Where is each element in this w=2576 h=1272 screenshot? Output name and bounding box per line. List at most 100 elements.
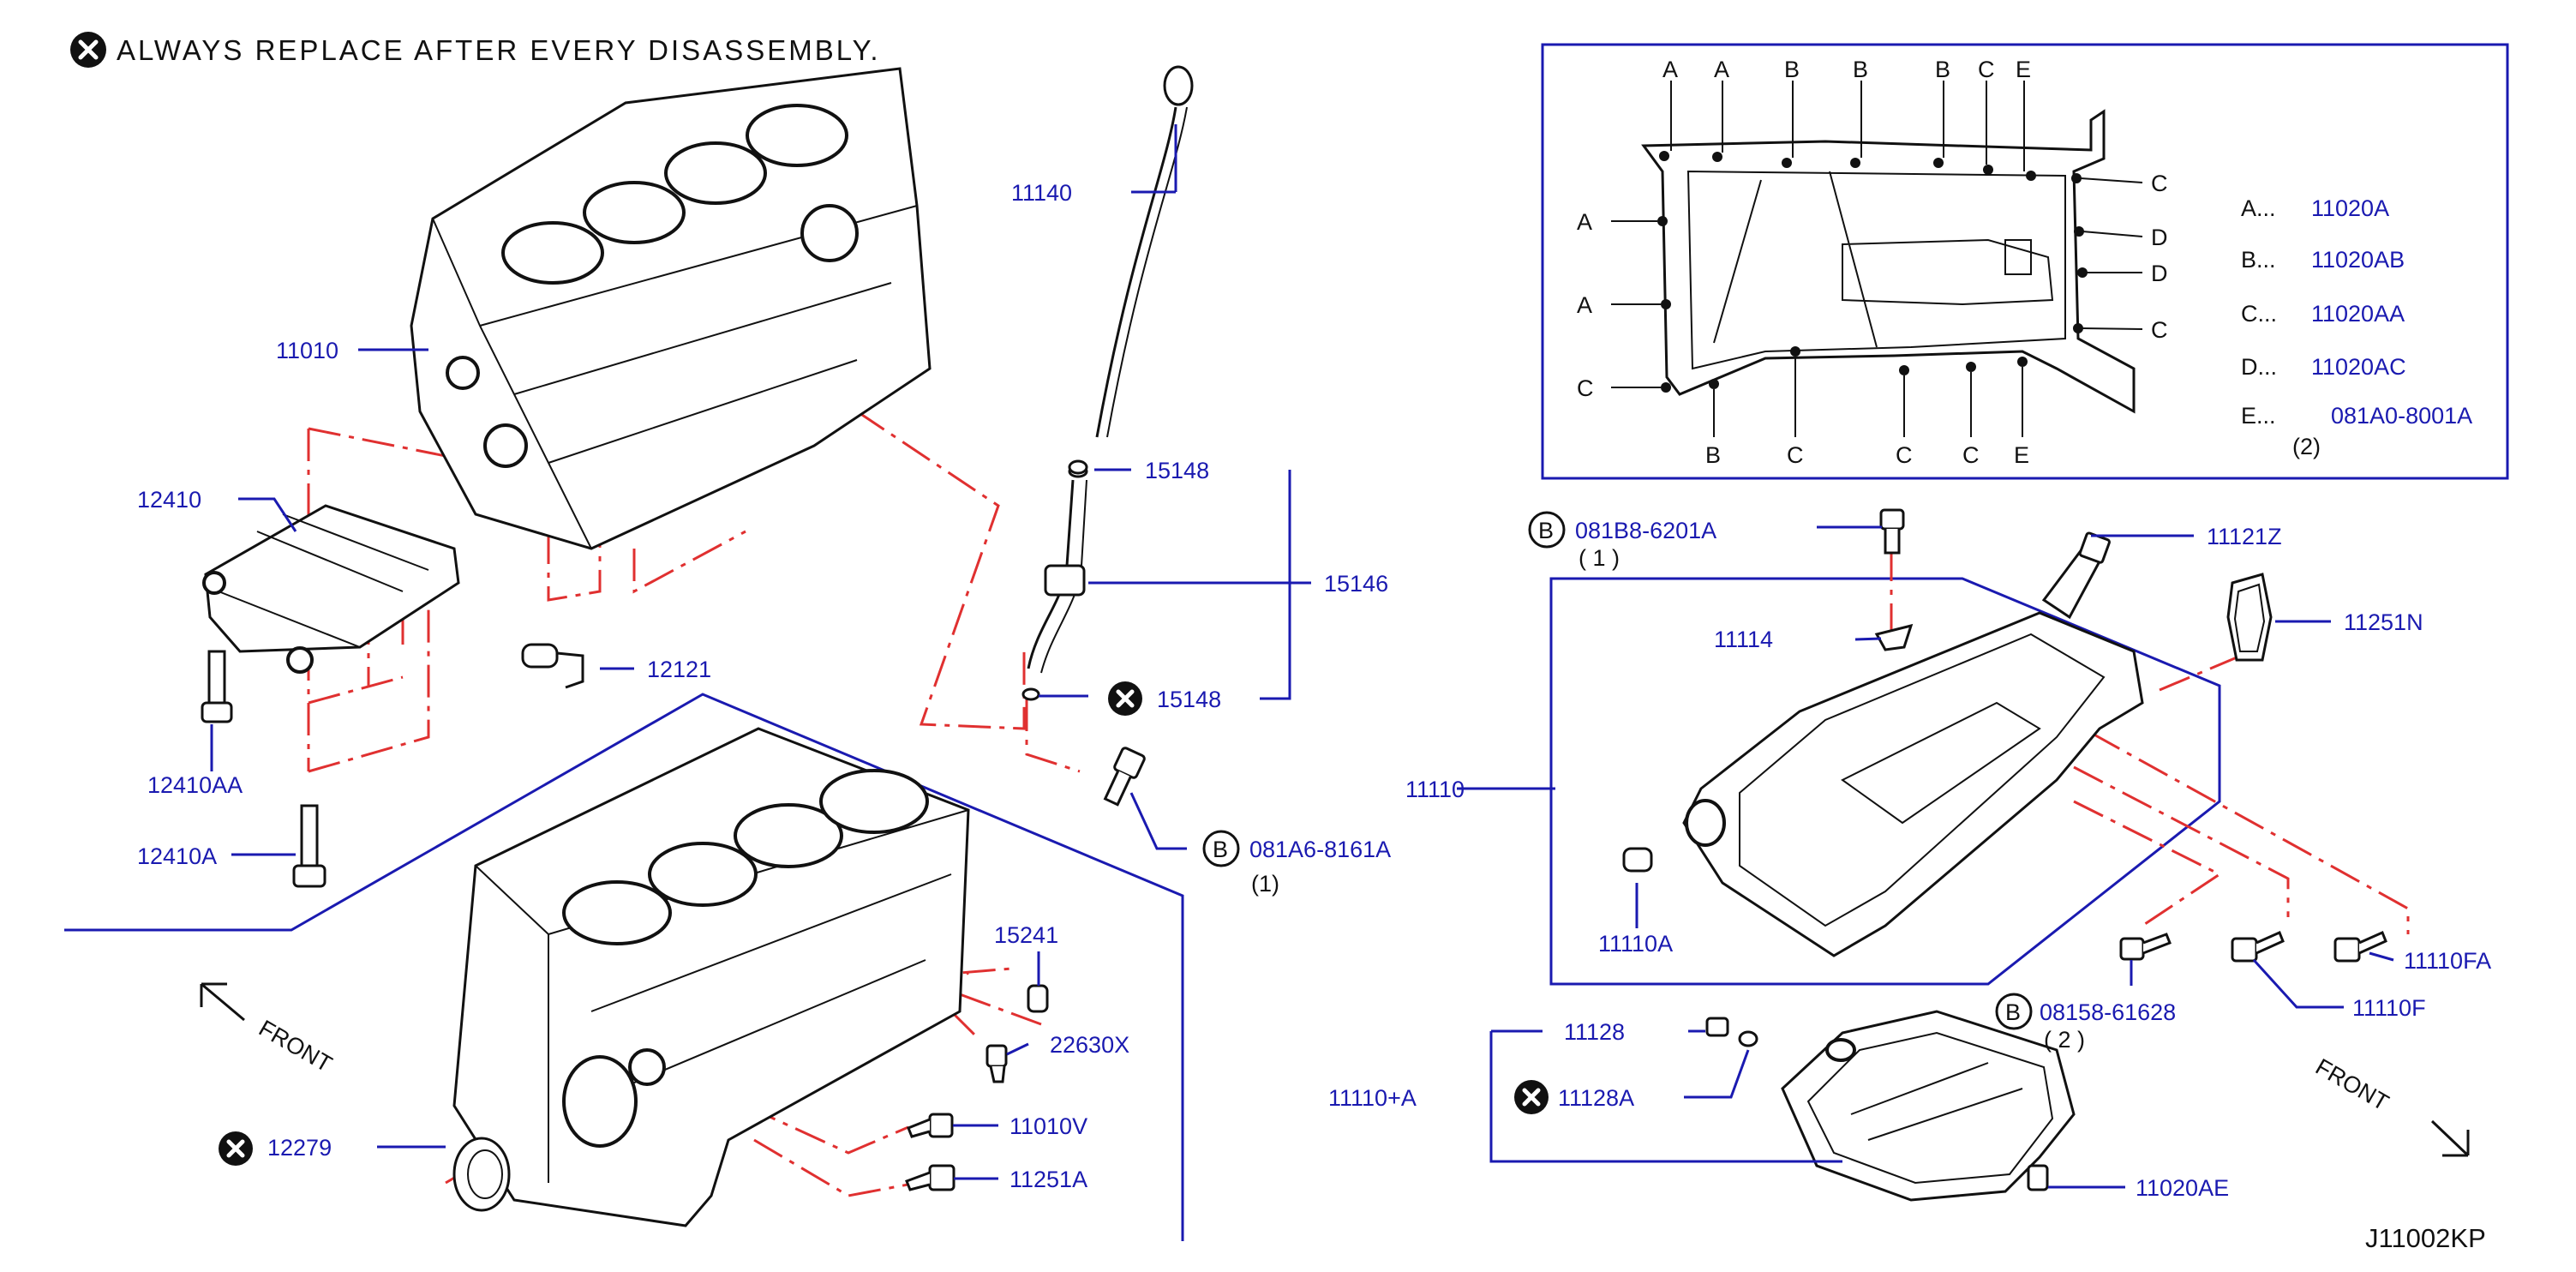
- crank-seal-12279: [452, 1137, 511, 1212]
- svg-text:A...: A...: [2241, 195, 2276, 221]
- svg-text:C: C: [1787, 442, 1804, 468]
- oil-pan-upper: [1682, 611, 2144, 957]
- plug-11110a: [1622, 847, 1653, 873]
- part-label: 12410A: [137, 843, 217, 869]
- replace-x-icon: [219, 1131, 253, 1166]
- svg-text:C: C: [1962, 442, 1980, 468]
- svg-text:A: A: [1662, 57, 1678, 82]
- part-label: 12410AA: [147, 772, 243, 798]
- part-label: 08158-61628: [2040, 999, 2176, 1025]
- bolt-11110fa: [2333, 930, 2387, 963]
- bracket-11114: [1874, 623, 1914, 651]
- gasket-11251n: [2226, 573, 2273, 662]
- part-label: 11121Z: [2207, 524, 2282, 549]
- part-label: 11110FA: [2404, 948, 2491, 974]
- bolt-11110f: [2231, 930, 2285, 963]
- diagram-code: J11002KP: [2365, 1223, 2486, 1253]
- sensor-22630x: [985, 1044, 1008, 1083]
- replace-x-icon: [70, 32, 106, 68]
- svg-text:E...: E...: [2241, 403, 2276, 429]
- bolt-spec-marker: B: [1202, 830, 1240, 867]
- oil-pan-frame: [1549, 577, 2221, 986]
- bolt-spec-marker: B: [1995, 993, 2033, 1030]
- svg-text:B: B: [1538, 518, 1554, 543]
- svg-text:(2): (2): [2292, 434, 2321, 459]
- svg-text:11020AA: 11020AA: [2311, 301, 2405, 327]
- front-label-left: FRONT: [255, 1015, 337, 1077]
- svg-text:C: C: [1577, 375, 1594, 401]
- front-arrow-right: FRONT: [2311, 1053, 2470, 1157]
- part-label: 081A6-8161A: [1249, 837, 1391, 862]
- svg-text:B: B: [1853, 57, 1868, 82]
- part-qty: ( 1 ): [1579, 545, 1620, 571]
- oil-pan-bolt-frame: [1541, 43, 2509, 480]
- part-label: 11110+A: [1328, 1085, 1417, 1111]
- bolt-081a6: [1103, 747, 1146, 807]
- part-label: 12410: [137, 487, 201, 513]
- part-label: 11251N: [2344, 609, 2423, 635]
- bolt-spec-marker: B: [1528, 511, 1566, 549]
- front-label-right: FRONT: [2311, 1053, 2393, 1115]
- bolt-08158: [2119, 933, 2172, 961]
- svg-text:A: A: [1577, 292, 1592, 318]
- svg-text:11020AC: 11020AC: [2311, 354, 2406, 380]
- oil-pan-lower: [1781, 1010, 2076, 1202]
- bolt-12410aa: [201, 650, 233, 723]
- part-label: 15146: [1324, 571, 1388, 597]
- svg-text:D: D: [2151, 261, 2168, 286]
- pan-bolt-letters: A A B B B C E A A C C D D C B C C C E: [1577, 57, 2168, 468]
- bolt-081b8: [1879, 508, 1905, 555]
- part-label: 11128: [1564, 1019, 1625, 1045]
- svg-text:B...: B...: [2241, 247, 2276, 273]
- bolt-11251a: [905, 1164, 956, 1191]
- bolt-11010v: [907, 1113, 954, 1138]
- part-label: 22630X: [1050, 1032, 1129, 1058]
- lower-block-frame: [64, 693, 1184, 1241]
- part-label: 11110A: [1598, 931, 1673, 957]
- part-label: 11128A: [1558, 1085, 1634, 1111]
- pan-bolt-holes: [1657, 151, 2088, 393]
- pan-bolt-leaders: [1611, 81, 2143, 437]
- replace-note: ALWAYS REPLACE AFTER EVERY DISASSEMBLY.: [70, 32, 878, 68]
- svg-text:C: C: [2151, 171, 2168, 196]
- bolt-legend: A... 11020A B... 11020AB C... 11020AA D.…: [2241, 195, 2472, 459]
- svg-text:E: E: [2014, 442, 2029, 468]
- cylinder-block-lower: [452, 727, 970, 1227]
- svg-text:C...: C...: [2241, 301, 2277, 327]
- replace-x-icon: [1108, 681, 1142, 716]
- sensor-12121: [521, 643, 584, 689]
- part-label: 15241: [994, 922, 1058, 948]
- svg-text:E: E: [2016, 57, 2031, 82]
- svg-text:D...: D...: [2241, 354, 2277, 380]
- svg-text:D: D: [2151, 225, 2168, 250]
- part-label: 11020AE: [2136, 1175, 2229, 1201]
- part-label: 11251A: [1009, 1167, 1087, 1192]
- svg-text:11020AB: 11020AB: [2311, 247, 2405, 273]
- cylinder-block-upper: [410, 67, 932, 550]
- part-qty: ( 2 ): [2044, 1027, 2085, 1053]
- part-label: 11010: [276, 338, 338, 363]
- part-label: 081B8-6201A: [1575, 518, 1716, 543]
- part-label: 11114: [1714, 627, 1773, 652]
- front-arrow-left: FRONT: [200, 982, 337, 1077]
- svg-text:B: B: [1935, 57, 1950, 82]
- drain-plug-11128: [1705, 1017, 1758, 1047]
- svg-text:081A0-8001A: 081A0-8001A: [2331, 403, 2472, 429]
- oil-pan-bolt-layout: [1611, 81, 2143, 437]
- replace-x-icon: [1514, 1080, 1549, 1114]
- part-label: 11140: [1011, 180, 1072, 206]
- part-label: 12121: [647, 657, 711, 682]
- svg-text:C: C: [1978, 57, 1995, 82]
- part-labels: 11140 11010 12410 12121 12410AA 12410A 1…: [137, 180, 2491, 1201]
- part-label: 15148: [1157, 687, 1221, 712]
- part-label: 15148: [1145, 458, 1209, 483]
- oil-level-gauge-guide: [1021, 459, 1088, 701]
- part-qty: (1): [1251, 871, 1279, 897]
- svg-text:A: A: [1714, 57, 1729, 82]
- main-bearing-cap: [202, 504, 460, 674]
- part-label: 11110: [1405, 777, 1465, 802]
- plug-15241: [1027, 984, 1049, 1013]
- svg-text:C: C: [2151, 317, 2168, 343]
- oil-level-gauge: [1095, 65, 1194, 438]
